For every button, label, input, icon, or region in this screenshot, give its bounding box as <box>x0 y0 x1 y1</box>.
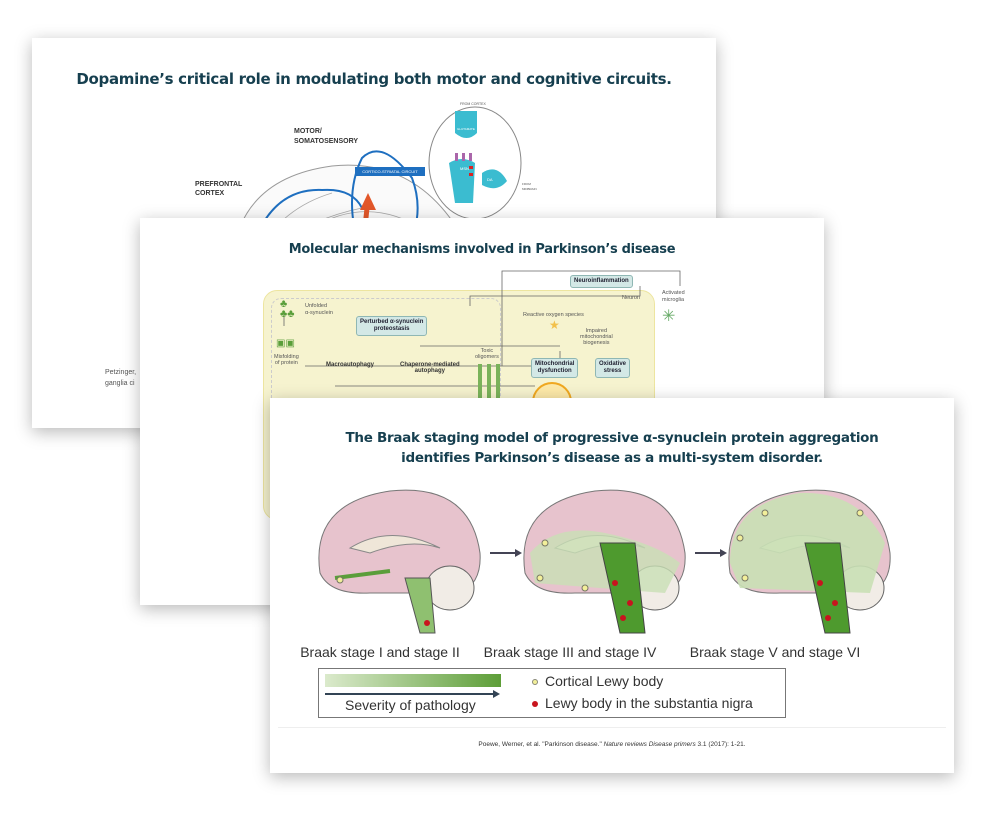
mito-l1: Mitochondrial <box>535 361 575 367</box>
misfolding-l2: of protein <box>274 360 298 366</box>
label-microglia: microglia <box>662 297 685 303</box>
progression-arrow-1 <box>490 549 522 557</box>
brain-stages-figure <box>318 489 891 634</box>
asyn-monomer-icon: ♣♣♣ <box>280 298 295 320</box>
misfolded-icon: ▣▣ <box>276 338 295 349</box>
impaired-l2: mitochondrial <box>580 334 613 340</box>
title-line2: identifies Parkinson’s disease as a mult… <box>401 450 823 466</box>
citation-line2: ganglia ci <box>105 380 135 387</box>
microglia-icon: ✳ <box>662 308 676 325</box>
citation-journal: Nature reviews Disease primers <box>603 741 696 748</box>
label-msn: MSN <box>460 166 469 171</box>
slide-title: Molecular mechanisms involved in Parkins… <box>288 242 676 257</box>
stage-label-3: Braak stage V and stage VI <box>689 644 861 660</box>
label-cortex: CORTEX <box>195 190 225 197</box>
label-from: FROM <box>522 182 531 186</box>
cortical-dot-icon <box>532 679 538 685</box>
citation-volume: 3.1 (2017): 1-21. <box>695 741 746 748</box>
label-motor: MOTOR/ <box>294 128 322 135</box>
perturbed-l2: proteostasis <box>373 326 410 333</box>
stage-label-1: Braak stage I and stage II <box>300 644 460 660</box>
citation: Poewe, Werner, et al. "Parkinson disease… <box>270 741 954 748</box>
synapse-diagram <box>428 106 522 220</box>
label-ros: Reactive oxygen species <box>523 312 584 318</box>
impaired-l3: biogenesis <box>583 340 610 346</box>
label-da: DA <box>487 177 493 182</box>
nigra-label: Lewy body in the substantia nigra <box>545 695 753 711</box>
slide-title: The Braak staging model of progressive α… <box>270 428 954 468</box>
mito-l2: dysfunction <box>537 368 572 375</box>
label-macroautophagy: Macroautophagy <box>326 362 375 368</box>
stage-label-2: Braak stage III and stage IV <box>483 644 657 660</box>
label-prefrontal: PREFRONTAL <box>195 181 243 188</box>
citation-text: Poewe, Werner, et al. "Parkinson disease… <box>478 741 604 748</box>
brain-stage-3 <box>728 489 891 634</box>
label-asyn: α-synuclein <box>305 310 333 316</box>
title-line1: The Braak staging model of progressive α… <box>345 430 879 446</box>
impaired-l1: Impaired <box>585 328 608 334</box>
severity-gradient <box>325 674 501 687</box>
brain-stage-1 <box>318 489 481 634</box>
misfolding-l1: Misfolding <box>274 354 299 360</box>
brain-stage-2 <box>523 489 686 634</box>
severity-arrow <box>325 693 495 695</box>
oxid-l2: stress <box>603 368 622 375</box>
label-midbrain: MIDBRAIN <box>522 187 537 191</box>
toxic-l1: Toxic <box>480 348 494 354</box>
slide-title: Dopamine’s critical role in modulating b… <box>76 70 672 88</box>
severity-label: Severity of pathology <box>345 697 476 713</box>
label-neuron: Neuron <box>622 295 641 301</box>
divider <box>278 727 946 728</box>
label-glutamate: GLUTAMATE <box>457 127 475 131</box>
label-from-cortex: FROM CORTEX <box>460 102 486 106</box>
progression-arrow-2 <box>695 549 727 557</box>
chaperone-l1: Chaperone-mediated <box>400 362 460 368</box>
chaperone-l2: autophagy <box>414 368 446 374</box>
slide-braak-staging[interactable]: The Braak staging model of progressive α… <box>270 398 954 773</box>
toxic-l2: oligomers <box>475 354 499 360</box>
perturbed-l1: Perturbed α-synuclein <box>360 319 424 325</box>
nigra-dot-icon <box>532 701 538 707</box>
cortical-label: Cortical Lewy body <box>545 673 664 689</box>
oligomer-fibrils <box>478 364 504 404</box>
label-activated: Activated <box>662 290 685 296</box>
citation-line1: Petzinger, <box>105 369 137 376</box>
circuit-label: CORTICO-STRIATAL CIRCUIT <box>355 167 425 176</box>
ros-star-icon: ★ <box>549 318 560 332</box>
legend: Severity of pathology Cortical Lewy body… <box>318 668 786 718</box>
label-unfolded: Unfolded <box>305 303 328 309</box>
arrowhead-icon <box>493 690 500 698</box>
oxid-l1: Oxidative <box>599 361 627 367</box>
neuroinflammation-box: Neuroinflammation <box>570 275 633 289</box>
label-somatosensory: SOMATOSENSORY <box>294 138 359 145</box>
